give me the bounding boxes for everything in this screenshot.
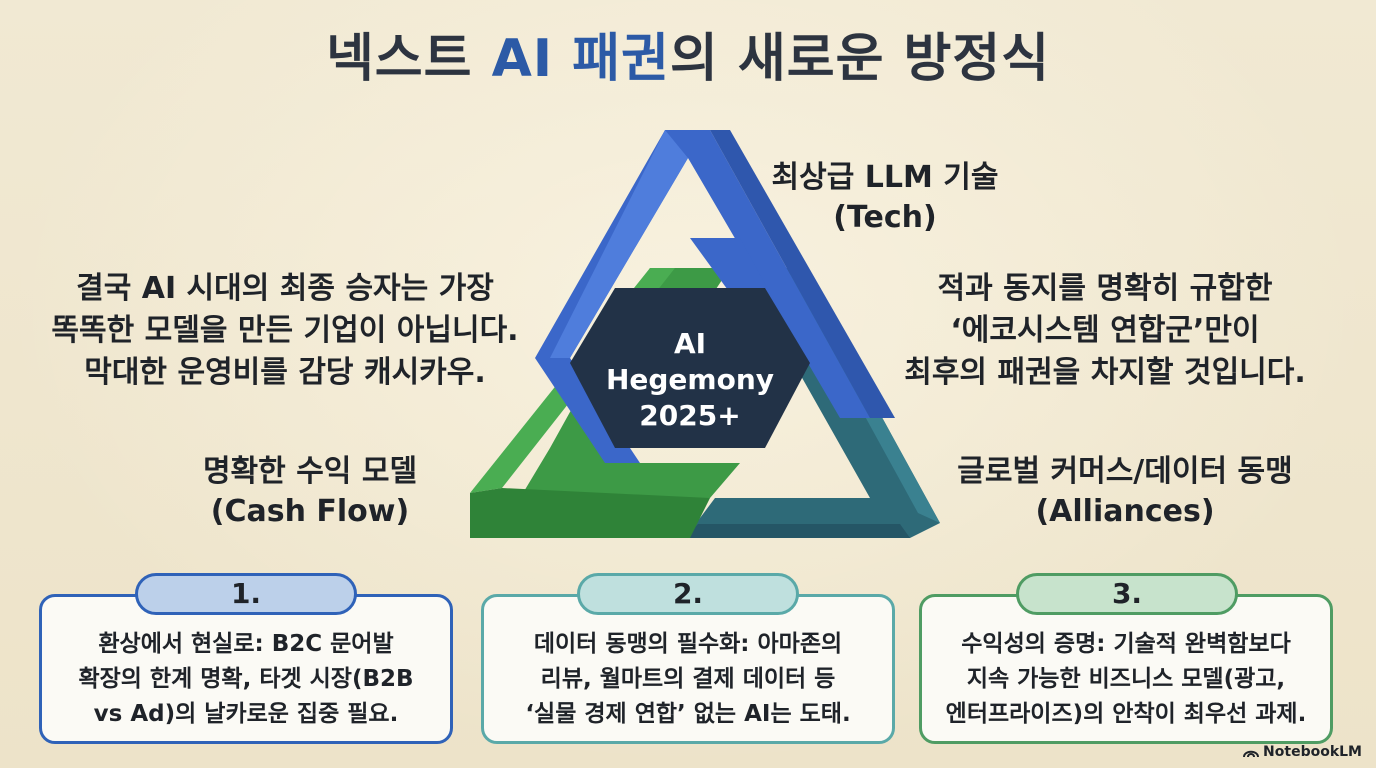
hegemony-triangle-diagram	[470, 130, 940, 538]
brand-label: NotebookLM	[1263, 744, 1362, 760]
title-prefix: 넥스트	[325, 29, 492, 89]
card-line: 리뷰, 월마트의 결제 데이터 등	[540, 666, 836, 692]
card-text: 데이터 동맹의 필수화: 아마존의 리뷰, 월마트의 결제 데이터 등 ‘실물 …	[484, 627, 892, 732]
center-label: AI Hegemony 2025+	[590, 326, 790, 434]
vertex-label-tech: 최상급 LLM 기술 (Tech)	[740, 158, 1030, 238]
left-description: 결국 AI 시대의 최종 승자는 가장 똑똑한 모델을 만든 기업이 아닙니다.…	[30, 268, 540, 394]
title-accent: AI 패권	[491, 29, 670, 89]
right-description: 적과 동지를 명확히 규합한 ‘에코시스템 연합군’만이 최후의 패권을 차지할…	[870, 268, 1340, 394]
brand-watermark: NotebookLM	[1243, 744, 1362, 760]
right-description-line: 최후의 패권을 차지할 것입니다.	[904, 355, 1306, 390]
insight-card-2: 데이터 동맹의 필수화: 아마존의 리뷰, 월마트의 결제 데이터 등 ‘실물 …	[481, 594, 895, 744]
notebooklm-logo-icon	[1243, 750, 1260, 758]
vertex-label-line: 명확한 수익 모델	[202, 454, 418, 489]
card-line: 수익성의 증명: 기술적 완벽함보다	[961, 631, 1291, 657]
insight-card-3: 수익성의 증명: 기술적 완벽함보다 지속 가능한 비즈니스 모델(광고, 엔터…	[919, 594, 1333, 744]
card-text: 수익성의 증명: 기술적 완벽함보다 지속 가능한 비즈니스 모델(광고, 엔터…	[922, 627, 1330, 732]
page-title: 넥스트 AI 패권의 새로운 방정식	[0, 28, 1376, 90]
card-number-badge: 3.	[1016, 573, 1238, 615]
vertex-label-line: 최상급 LLM 기술	[771, 160, 999, 195]
right-description-line: ‘에코시스템 연합군’만이	[950, 313, 1260, 348]
vertex-label-line: (Cash Flow)	[210, 494, 410, 529]
vertex-label-alliances: 글로벌 커머스/데이터 동맹 (Alliances)	[920, 452, 1330, 532]
card-line: 확장의 한계 명확, 타겟 시장(B2B	[78, 666, 414, 692]
right-description-line: 적과 동지를 명확히 규합한	[937, 271, 1273, 306]
vertex-label-line: 글로벌 커머스/데이터 동맹	[957, 454, 1293, 489]
card-number-badge: 2.	[577, 573, 799, 615]
center-hexagon	[570, 288, 810, 448]
card-line: 엔터프라이즈)의 안착이 최우선 과제.	[945, 701, 1307, 727]
vertex-label-line: (Alliances)	[1035, 494, 1215, 529]
center-label-line: Hegemony	[605, 363, 775, 396]
insight-card-1: 환상에서 현실로: B2C 문어발 확장의 한계 명확, 타겟 시장(B2B v…	[39, 594, 453, 744]
card-line: 환상에서 현실로: B2C 문어발	[98, 631, 394, 657]
card-line: 지속 가능한 비즈니스 모델(광고,	[966, 666, 1286, 692]
card-text: 환상에서 현실로: B2C 문어발 확장의 한계 명확, 타겟 시장(B2B v…	[42, 627, 450, 732]
card-line: ‘실물 경제 연합’ 없는 AI는 도태.	[525, 701, 851, 727]
left-description-line: 똑똑한 모델을 만든 기업이 아닙니다.	[51, 313, 519, 348]
card-number-badge: 1.	[135, 573, 357, 615]
card-line: vs Ad)의 날카로운 집중 필요.	[93, 701, 399, 727]
center-label-line: 2025+	[639, 399, 741, 432]
vertex-label-line: (Tech)	[833, 200, 937, 235]
left-description-line: 막대한 운영비를 감당 캐시카우.	[84, 355, 486, 390]
center-label-line: AI	[673, 327, 707, 360]
left-description-line: 결국 AI 시대의 최종 승자는 가장	[76, 271, 494, 306]
card-line: 데이터 동맹의 필수화: 아마존의	[533, 631, 843, 657]
title-suffix: 의 새로운 방정식	[669, 29, 1051, 89]
vertex-label-cash-flow: 명확한 수익 모델 (Cash Flow)	[180, 452, 440, 532]
